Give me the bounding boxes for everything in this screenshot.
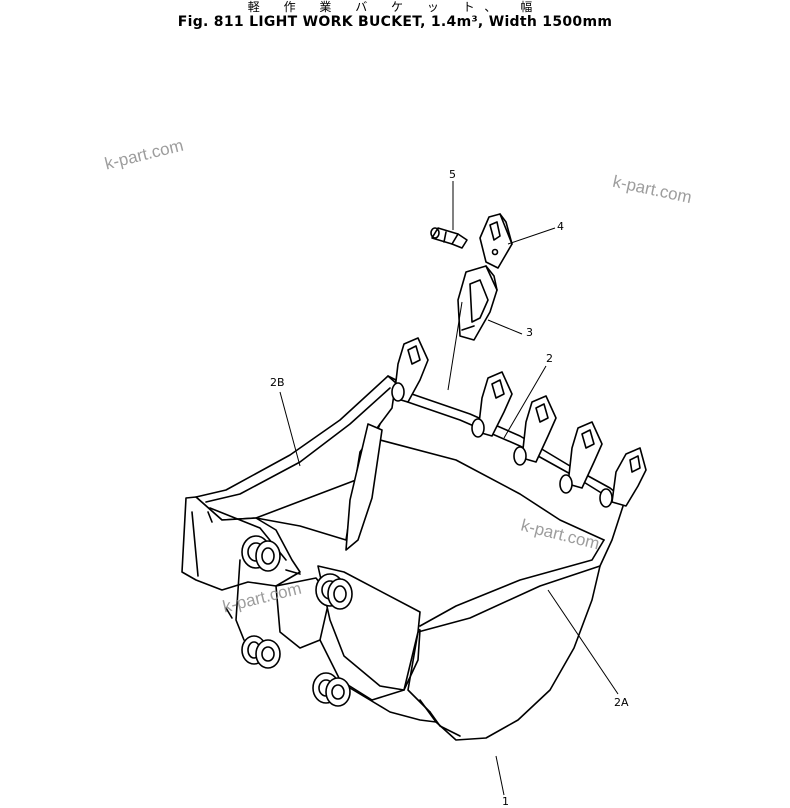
bucket-teeth — [391, 337, 647, 508]
tooth-1 — [391, 337, 429, 403]
callout-2b: 2B — [270, 376, 285, 389]
callout-1: 1 — [502, 795, 509, 808]
boss-lower-right — [312, 672, 351, 707]
callout-5: 5 — [449, 168, 456, 181]
figure-title-japanese: 軽 作 業 バ ケ ッ ト、 幅 — [247, 0, 543, 14]
tooth-4 — [559, 421, 603, 494]
callout-4: 4 — [557, 220, 564, 233]
callout-3: 3 — [526, 326, 533, 339]
bucket-body — [181, 375, 626, 741]
tooth-2 — [471, 371, 513, 438]
boss-lower-left — [241, 635, 281, 669]
boss-upper-right — [315, 573, 353, 610]
boss-upper-left — [241, 535, 281, 572]
callout-2: 2 — [546, 352, 553, 365]
tooth-3 — [513, 395, 557, 466]
tooth-5 — [599, 447, 647, 508]
figure-title: Fig. 811 LIGHT WORK BUCKET, 1.4m³, Width… — [177, 14, 613, 30]
callout-2a: 2A — [614, 696, 629, 709]
part-4-tooth — [479, 213, 513, 269]
part-3-adapter — [457, 265, 498, 341]
part-5-pin — [430, 227, 468, 249]
leader-lines — [279, 181, 619, 796]
